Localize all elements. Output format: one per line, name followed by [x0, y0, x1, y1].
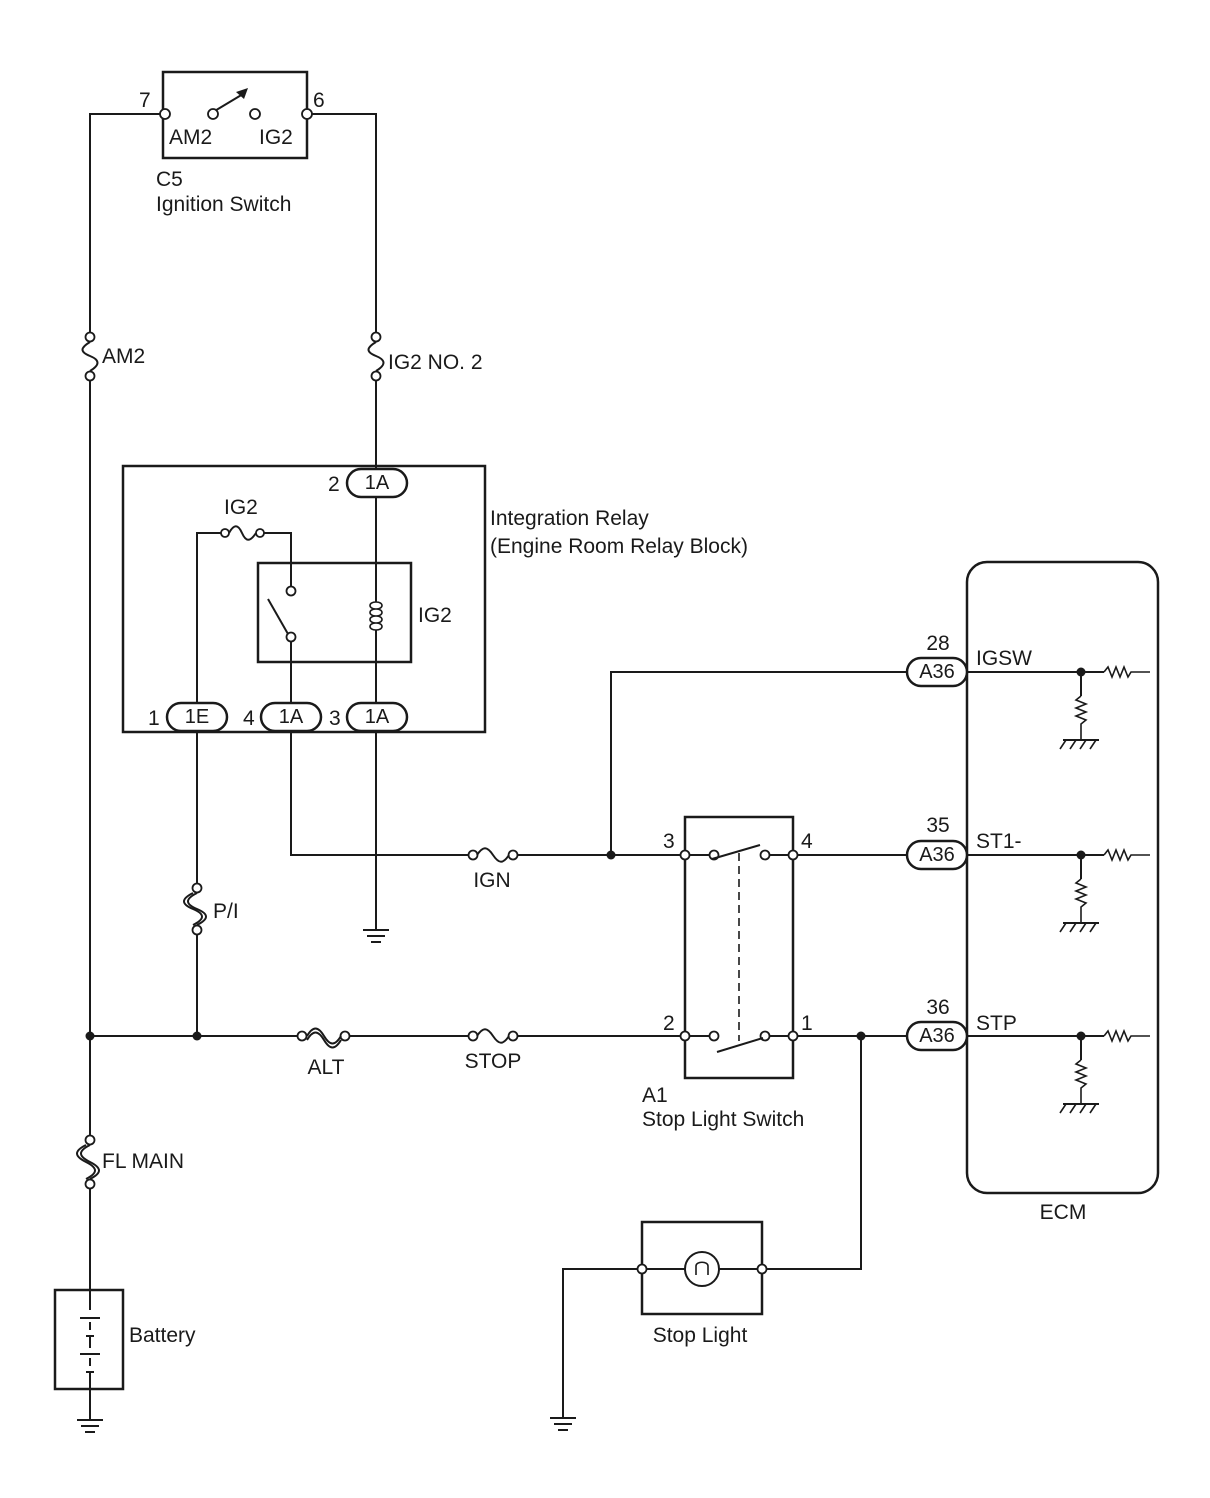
fuse-pi: P/I	[183, 882, 239, 936]
relay-connector-2-1a	[345, 467, 409, 499]
ignition-switch-terminal-6	[301, 108, 313, 120]
fuse-ign-label: IGN	[473, 869, 510, 892]
fuse-alt: ALT	[296, 1027, 351, 1079]
ignition-switch-term-am2-label: AM2	[169, 126, 212, 149]
stop-light-switch-pin-3: 3	[663, 830, 675, 853]
battery: Battery	[53, 1288, 196, 1420]
integration-relay-inner-relay	[256, 561, 413, 664]
ecm-signal-stp: STP	[976, 1012, 1017, 1035]
stop-light-switch-name: Stop Light Switch	[642, 1108, 804, 1131]
fuse-stop: STOP	[465, 1028, 522, 1073]
fuse-am2: AM2	[81, 331, 145, 382]
ignition-switch-contact-am2	[207, 108, 219, 120]
ground-symbol-stop-light	[550, 1417, 576, 1431]
relay-connector-2-code: 1A	[365, 472, 390, 494]
relay-connector-4-pin: 4	[243, 707, 255, 730]
stop-light-switch-pin-4: 4	[801, 830, 813, 853]
wire-stop-light-ground	[562, 1268, 638, 1418]
relay-connector-3-code: 1A	[365, 706, 390, 728]
ignition-switch-pin-6: 6	[313, 89, 325, 112]
stop-light-switch: 3 4 2 1 A1 Stop Light Switch	[642, 815, 813, 1131]
integration-relay: Integration Relay (Engine Room Relay Blo…	[121, 464, 748, 734]
integration-relay-coil-label: IG2	[418, 604, 452, 627]
fuse-fl-main-label: FL MAIN	[102, 1150, 184, 1173]
integration-relay-name-line1: Integration Relay	[490, 507, 649, 530]
ecm-body	[965, 560, 1160, 1195]
relay-connector-4-code: 1A	[279, 706, 304, 728]
integration-relay-body	[121, 464, 487, 734]
ecm-connector-36-pin: 36	[926, 996, 949, 1019]
junction-dot-left-bus	[85, 1031, 95, 1041]
ignition-switch-terminal-7	[159, 108, 171, 120]
relay-output-wires	[196, 731, 469, 1036]
switch-output-wires	[765, 854, 907, 1270]
relay-connector-1-pin: 1	[148, 707, 160, 730]
ecm-label: ECM	[1040, 1201, 1087, 1224]
relay-connector-3-pin: 3	[329, 707, 341, 730]
integration-relay-name-line2: (Engine Room Relay Block)	[490, 535, 748, 558]
fuse-am2-label: AM2	[102, 345, 145, 368]
ecm-connector-36-code: A36	[919, 1025, 955, 1047]
relay-connector-1-code: 1E	[185, 706, 209, 728]
ignition-switch-pin-7: 7	[139, 89, 151, 112]
stop-light: Stop Light	[636, 1220, 768, 1347]
ecm-connector-28-code: A36	[919, 661, 955, 683]
stop-light-switch-code: A1	[642, 1084, 668, 1107]
fuse-stop-label: STOP	[465, 1050, 522, 1073]
ignition-switch: AM2 IG2 7 6 C5 Ignition Switch	[139, 70, 325, 216]
ecm-connector-35-pin: 35	[926, 814, 949, 837]
left-supply-wires	[89, 113, 300, 1290]
ign-wires	[517, 671, 907, 856]
fuse-ig2-no2-label: IG2 NO. 2	[388, 351, 483, 374]
ignition-switch-term-ig2-label: IG2	[259, 126, 293, 149]
ecm-signal-igsw: IGSW	[976, 647, 1032, 670]
ground-symbol-battery	[77, 1419, 103, 1433]
stop-light-switch-body	[683, 815, 795, 1080]
stop-light-label: Stop Light	[653, 1324, 748, 1347]
stop-light-switch-pin-2: 2	[663, 1012, 675, 1035]
ignition-switch-code: C5	[156, 168, 183, 191]
ground-symbol-relay	[363, 929, 389, 943]
ecm-signal-st1: ST1-	[976, 830, 1022, 853]
junction-dot-pi	[192, 1031, 202, 1041]
fuse-fl-main: FL MAIN	[76, 1134, 184, 1190]
battery-label: Battery	[129, 1324, 196, 1347]
ecm-connector-35-code: A36	[919, 844, 955, 866]
stop-light-switch-pin-1: 1	[801, 1012, 813, 1035]
integration-relay-fuse-label: IG2	[224, 496, 258, 519]
fuse-pi-label: P/I	[213, 900, 239, 923]
fuse-alt-label: ALT	[308, 1056, 345, 1079]
ecm: ECM A36 28 IGSW A36 35 ST1- A36 36 STP	[905, 560, 1160, 1224]
relay-connector-2-pin: 2	[328, 473, 340, 496]
fuse-ign: IGN	[467, 847, 519, 892]
ecm-connector-28-pin: 28	[926, 632, 949, 655]
ig2-supply-wires	[312, 113, 377, 470]
ignition-switch-blade	[212, 93, 244, 113]
stop-light-bulb-icon	[684, 1251, 720, 1287]
ignition-switch-blade-tip	[236, 88, 248, 99]
ignition-switch-contact-ig2	[249, 108, 261, 120]
fuse-ig2-no2: IG2 NO. 2	[367, 331, 483, 382]
ignition-switch-name: Ignition Switch	[156, 193, 291, 216]
